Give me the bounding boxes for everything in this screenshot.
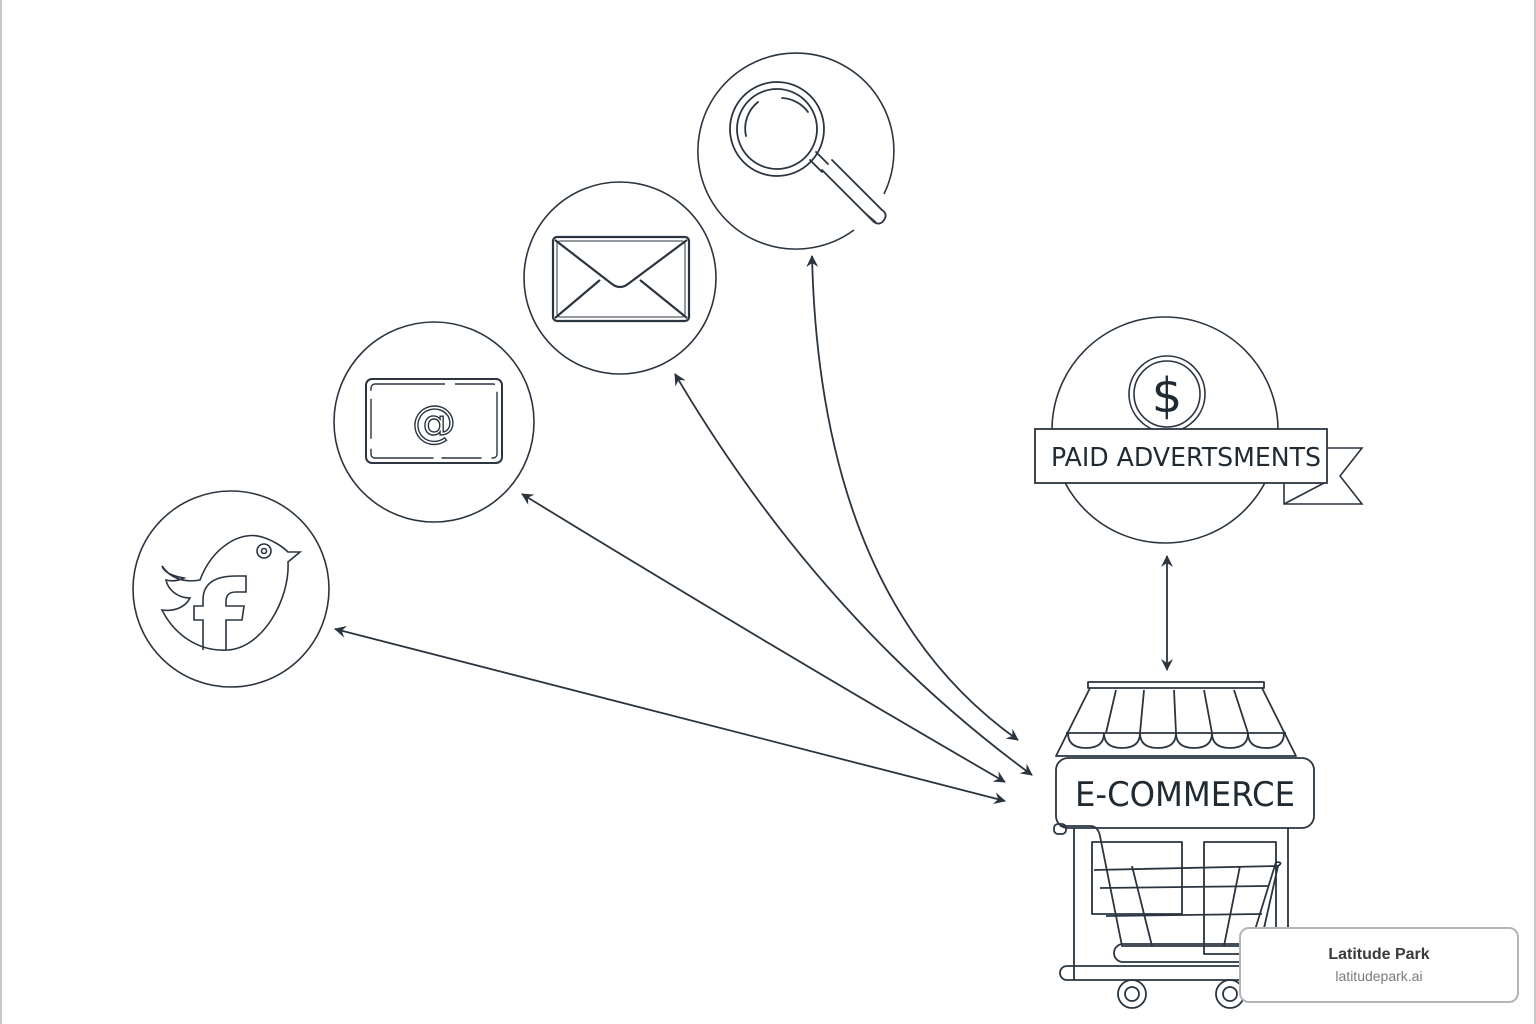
watermark-url: latitudepark.ai (1335, 968, 1423, 984)
ecommerce-label: E-COMMERCE (1075, 775, 1295, 815)
at-sign-card-icon: @ (365, 378, 503, 464)
connection-arrows (334, 255, 1173, 805)
watermark-title: Latitude Park (1328, 946, 1430, 963)
storefront-with-cart-icon (1053, 681, 1315, 1009)
arrow-social-to-hub (334, 625, 1006, 805)
email-address-node: @ (333, 321, 535, 523)
arrow-search-to-hub (806, 255, 1019, 741)
paid-ads-node: $ PAID ADVERTSMENTS (1034, 316, 1364, 544)
envelope-icon (551, 235, 691, 323)
ribbon-banner: PAID ADVERTSMENTS (1034, 428, 1364, 505)
arrow-envelope-to-hub (674, 373, 1033, 776)
left-border (0, 0, 2, 1024)
right-border (1534, 0, 1536, 1024)
dollar-symbol: $ (1152, 368, 1183, 424)
svg-text:@: @ (412, 397, 456, 448)
node-circle (697, 52, 895, 250)
dollar-coin-icon: $ (1128, 355, 1206, 433)
social-media-node (132, 490, 330, 688)
magnifying-glass-icon (729, 81, 887, 225)
search-node (697, 52, 895, 250)
twitter-facebook-bird-icon (160, 534, 303, 651)
watermark-badge: Latitude Park latitudepark.ai (1239, 927, 1519, 1003)
node-circle (132, 490, 330, 688)
paid-ads-label: PAID ADVERTSMENTS (1051, 443, 1321, 473)
ecommerce-hub: E-COMMERCE (1053, 681, 1315, 1009)
email-marketing-node (523, 181, 717, 375)
node-circle (333, 321, 535, 523)
node-circle (523, 181, 717, 375)
